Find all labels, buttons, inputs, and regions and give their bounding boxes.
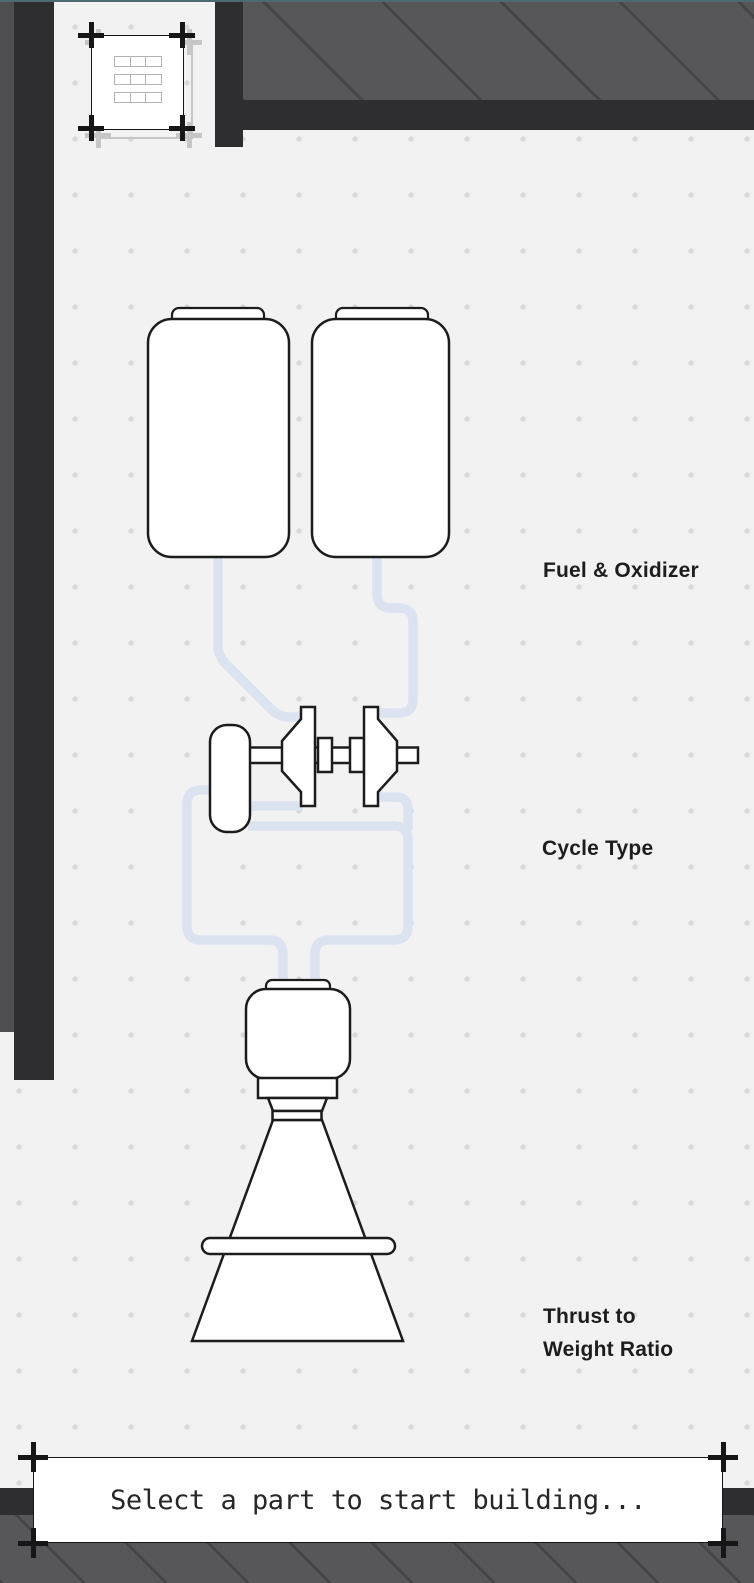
label-thrust-line2: Weight Ratio — [543, 1338, 674, 1361]
pipe-pump-to-nozzle-right — [248, 821, 413, 988]
status-message: Select a part to start building... — [110, 1484, 646, 1516]
nozzle-throat — [266, 1096, 329, 1113]
pipe-oxidizer-to-pump — [372, 555, 418, 718]
label-thrust-weight-ratio: Thrust to Weight Ratio — [543, 1300, 673, 1366]
tank-body — [310, 317, 451, 559]
status-bar[interactable]: Select a part to start building... — [33, 1457, 723, 1543]
engine-nozzle[interactable] — [190, 978, 405, 1343]
chamber-collar — [256, 1076, 339, 1100]
tank-body — [146, 317, 291, 559]
propellant-pipes — [182, 555, 418, 988]
fuel-tank-right[interactable] — [310, 306, 451, 559]
turbine-right — [362, 705, 399, 808]
nozzle-bell — [190, 1118, 405, 1343]
fuel-tank-left[interactable] — [146, 306, 291, 559]
throat-rings — [271, 1109, 323, 1122]
pipe-fuel-to-pump — [213, 555, 303, 722]
combustion-chamber — [244, 987, 352, 1081]
turbopump[interactable] — [208, 705, 420, 834]
top-hatched-wall — [241, 0, 754, 100]
pump-drum — [208, 723, 252, 834]
left-wall-outer — [0, 0, 14, 1032]
label-fuel-oxidizer: Fuel & Oxidizer — [543, 559, 699, 582]
label-cycle-type: Cycle Type — [542, 837, 654, 860]
left-wall — [14, 0, 54, 1080]
shaft-collar-left — [316, 736, 334, 774]
top-wall-column — [215, 0, 243, 147]
shaft-collar-right — [348, 736, 366, 774]
nozzle-band — [200, 1236, 397, 1256]
pipe-turbine-drain — [378, 792, 413, 830]
parts-menu-box[interactable] — [91, 35, 184, 130]
turbine-left — [280, 705, 317, 808]
pipe-pump-to-nozzle-left — [182, 785, 288, 988]
parts-list-icon — [114, 56, 163, 103]
top-wall-ledge — [241, 100, 754, 130]
top-edge-accent-line — [0, 0, 754, 2]
label-thrust-line1: Thrust to — [543, 1305, 636, 1328]
